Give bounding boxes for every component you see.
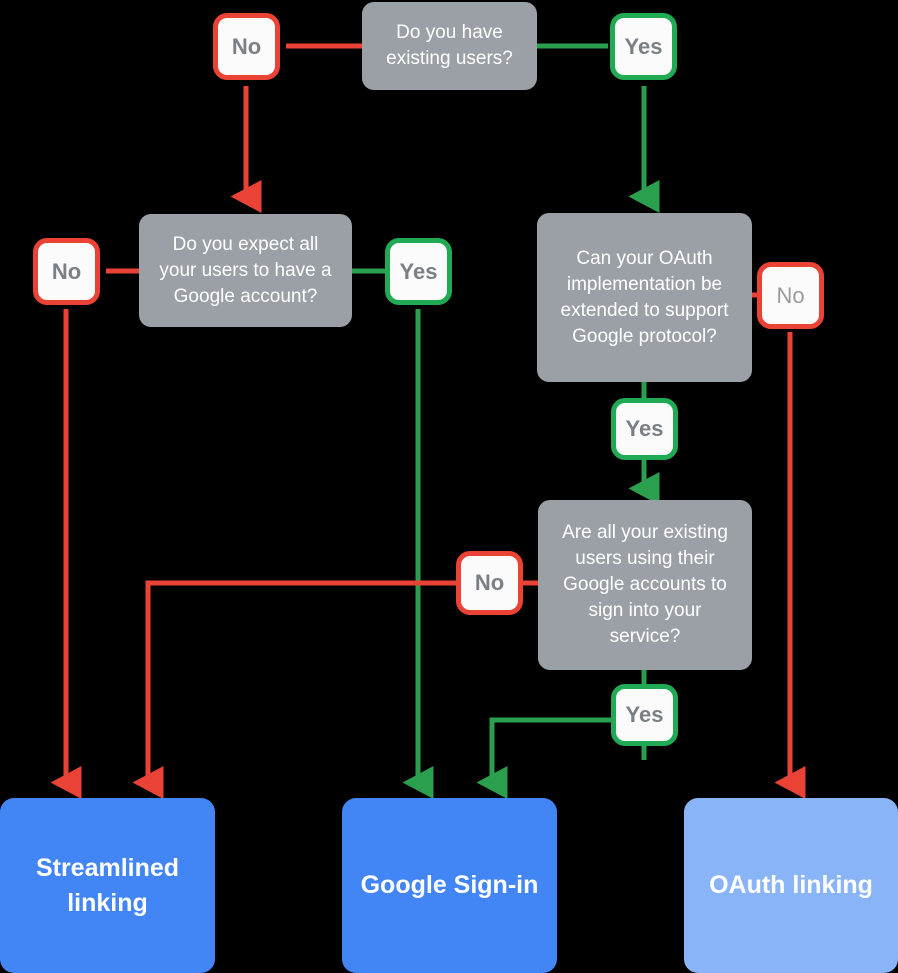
outcome-streamlined-linking[interactable]: Streamlined linking bbox=[0, 798, 215, 973]
label-no-google-account-text: No bbox=[51, 258, 82, 284]
decision-google-account[interactable]: Do you expect all your users to have a G… bbox=[139, 214, 352, 327]
label-yes-oauth-extendable[interactable]: Yes bbox=[611, 398, 678, 460]
decision-google-account-text: Do you expect all your users to have a G… bbox=[159, 233, 332, 307]
label-yes-oauth-extendable-text: Yes bbox=[625, 416, 664, 441]
label-yes-google-account[interactable]: Yes bbox=[385, 238, 452, 305]
label-no-google-account[interactable]: No bbox=[33, 238, 100, 305]
outcome-oauth-linking[interactable]: OAuth linking bbox=[684, 798, 898, 973]
label-yes-existing-users[interactable]: Yes bbox=[610, 13, 677, 80]
decision-users-google-accounts[interactable]: Are all your existing users using their … bbox=[538, 500, 752, 670]
label-yes-users-google-accounts[interactable]: Yes bbox=[611, 684, 678, 746]
label-no-oauth-extendable-text: No bbox=[776, 282, 805, 308]
outcome-oauth-linking-text: OAuth linking bbox=[709, 871, 873, 899]
outcome-google-signin-text: Google Sign-in bbox=[360, 871, 539, 899]
label-no-users-google-accounts-text: No bbox=[474, 570, 505, 595]
label-no-existing-users[interactable]: No bbox=[213, 13, 280, 80]
decision-oauth-extendable-text: Can your OAuth implementation be extende… bbox=[560, 247, 729, 347]
label-no-users-google-accounts[interactable]: No bbox=[456, 551, 523, 615]
decision-existing-users[interactable]: Do you have existing users? bbox=[362, 2, 537, 90]
edge-no-to-streamlined-right bbox=[132, 580, 456, 799]
decision-existing-users-text: Do you have existing users? bbox=[386, 22, 513, 69]
label-no-oauth-extendable[interactable]: No bbox=[757, 262, 824, 329]
label-yes-existing-users-text: Yes bbox=[624, 33, 663, 59]
label-yes-users-google-accounts-text: Yes bbox=[625, 702, 664, 727]
label-no-existing-users-text: No bbox=[231, 33, 262, 59]
outcome-google-signin[interactable]: Google Sign-in bbox=[342, 798, 557, 973]
decision-users-google-accounts-text: Are all your existing users using their … bbox=[562, 522, 728, 647]
outcome-streamlined-linking-text: Streamlined linking bbox=[35, 853, 180, 917]
decision-oauth-extendable[interactable]: Can your OAuth implementation be extende… bbox=[537, 213, 752, 382]
label-yes-google-account-text: Yes bbox=[399, 258, 438, 284]
